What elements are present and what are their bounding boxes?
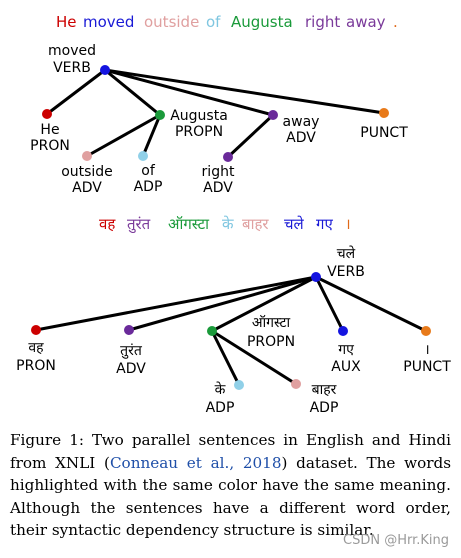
caption-text-after: ) dataset. The words highlighted with th…	[10, 453, 451, 540]
hi-token-gaye: गए	[316, 215, 333, 233]
hindi-sentence: वह तुरंत ऑगस्टा के बाहर चले गए ।	[99, 215, 351, 234]
en-token-period: .	[393, 13, 398, 31]
hi-token-danda: ।	[345, 215, 351, 233]
en-token-augusta: Augusta	[231, 13, 293, 31]
node-away-dot	[268, 110, 278, 120]
label-he-word: He	[40, 122, 59, 138]
label-of-word: of	[141, 163, 156, 179]
en-token-of: of	[206, 13, 221, 31]
edge-augusta-bahar	[210, 329, 298, 386]
label-punct-pos: PUNCT	[360, 125, 408, 141]
hi-token-ke: के	[222, 215, 234, 233]
label-vah-pos: PRON	[16, 358, 56, 374]
citation-link[interactable]: Conneau et al., 2018	[109, 453, 282, 472]
edge-chale-vah	[34, 275, 318, 332]
edge-chale-turant	[127, 275, 318, 332]
label-danda-word: ।	[424, 342, 429, 358]
node-of-dot	[138, 151, 148, 161]
label-away-word: away	[283, 114, 320, 130]
label-moved-pos: VERB	[53, 60, 91, 76]
figure-caption: Figure 1: Two parallel sentences in Engl…	[10, 429, 451, 542]
edge-moved-punct	[103, 68, 386, 115]
english-tree-nodes	[42, 65, 389, 162]
hindi-tree-nodes	[31, 272, 431, 390]
label-turant-pos: ADV	[116, 361, 146, 377]
label-right-word: right	[202, 164, 235, 180]
en-token-right: right	[305, 13, 340, 31]
edge-augusta-ke	[210, 329, 241, 387]
node-right-dot	[223, 152, 233, 162]
label-chale-pos: VERB	[327, 264, 365, 280]
dependency-figure: He moved outside of Augusta right away .…	[16, 13, 451, 416]
hindi-tree-edges	[34, 275, 428, 387]
label-danda-pos: PUNCT	[403, 359, 451, 375]
english-sentence: He moved outside of Augusta right away .	[56, 13, 398, 31]
label-right-pos: ADV	[203, 180, 233, 196]
label-vah-word: वह	[28, 340, 44, 356]
english-tree-edges	[45, 68, 386, 159]
hi-token-turant: तुरंत	[127, 215, 151, 234]
en-token-he: He	[56, 13, 77, 31]
label-of-pos: ADP	[134, 179, 163, 195]
node-turant-dot	[124, 325, 134, 335]
label-outside-pos: ADV	[72, 180, 102, 196]
node-moved-dot	[100, 65, 110, 75]
edge-moved-he	[45, 68, 107, 116]
edge-moved-away	[103, 68, 275, 117]
label-gaye-pos: AUX	[331, 359, 361, 375]
node-bahar-dot	[291, 379, 301, 389]
node-augusta-dot	[207, 326, 217, 336]
label-moved-word: moved	[48, 43, 96, 59]
en-token-moved: moved	[83, 13, 134, 31]
label-chale-word: चले	[337, 245, 356, 262]
label-gaye-word: गए	[338, 342, 354, 358]
node-punct-dot	[379, 108, 389, 118]
label-bahar-word: बाहर	[312, 382, 337, 398]
node-danda-dot	[421, 326, 431, 336]
label-augusta-word: ऑगस्टा	[252, 314, 291, 331]
edge-augusta-of	[141, 113, 162, 158]
en-token-outside: outside	[144, 13, 199, 31]
label-augusta-pos: PROPN	[175, 124, 223, 140]
node-vah-dot	[31, 325, 41, 335]
english-tree-labels: moved VERB He PRON Augusta PROPN away AD…	[30, 43, 408, 196]
node-chale-dot	[311, 272, 321, 282]
hi-token-bahar: बाहर	[242, 215, 269, 233]
hindi-tree-labels: चले VERB वह PRON तुरंत ADV ऑगस्टा PROPN …	[16, 245, 451, 416]
node-augusta-dot	[155, 110, 165, 120]
hi-token-augusta: ऑगस्टा	[168, 215, 210, 233]
label-away-pos: ADV	[286, 130, 316, 146]
edge-chale-danda	[314, 275, 428, 333]
edge-away-right	[226, 113, 275, 159]
label-outside-word: outside	[61, 164, 113, 180]
hi-token-vah: वह	[99, 215, 116, 233]
node-gaye-dot	[338, 326, 348, 336]
label-augusta-pos: PROPN	[247, 334, 295, 350]
node-ke-dot	[234, 380, 244, 390]
label-augusta-word: Augusta	[170, 108, 228, 124]
label-ke-word: के	[215, 381, 226, 398]
edge-augusta-outside	[85, 113, 162, 158]
edge-chale-augusta	[210, 275, 318, 333]
label-ke-pos: ADP	[206, 400, 235, 416]
caption-text-before: Figure 1: Two parallel sentences in Engl…	[10, 431, 451, 472]
en-token-away: away	[346, 13, 386, 31]
edge-moved-augusta	[103, 68, 162, 117]
node-outside-dot	[82, 151, 92, 161]
label-turant-word: तुरंत	[120, 343, 143, 359]
label-bahar-pos: ADP	[310, 400, 339, 416]
hi-token-chale: चले	[284, 215, 305, 233]
node-he-dot	[42, 109, 52, 119]
label-he-pos: PRON	[30, 138, 70, 154]
watermark: CSDN @Hrr.King	[343, 533, 449, 548]
edge-chale-gaye	[314, 275, 345, 333]
